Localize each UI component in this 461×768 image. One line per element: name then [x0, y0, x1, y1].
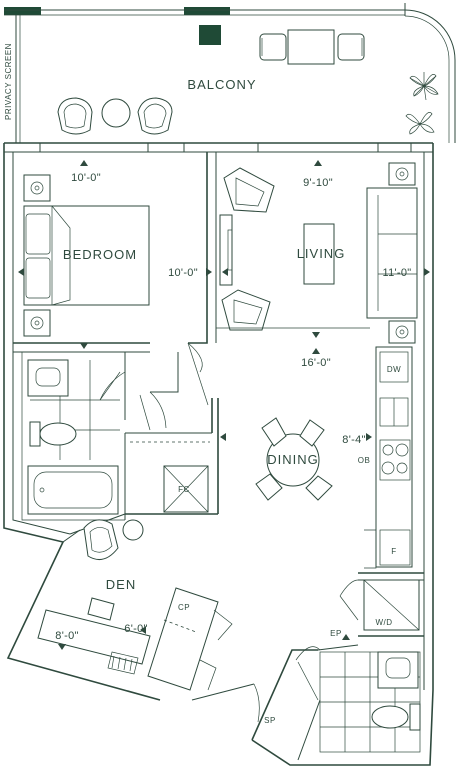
coat-closet [147, 587, 219, 691]
keyboard [107, 651, 139, 675]
washer-dryer-label: W/D [375, 618, 392, 627]
dimension-markers [18, 160, 430, 650]
living-depth-dimension: 11'-0" [382, 267, 411, 279]
dishwasher-label: DW [387, 365, 401, 374]
bedroom [12, 152, 217, 406]
dining-chair [305, 475, 333, 501]
den [37, 513, 260, 723]
main-bathroom [21, 352, 219, 521]
balcony-table-set [259, 29, 365, 65]
storage-label: SP [264, 716, 276, 725]
sofa [366, 187, 418, 319]
den-armchair [83, 519, 119, 561]
den-width-dimension: 8'-0" [55, 630, 78, 642]
bedroom-depth-dimension: 10'-0" [168, 267, 198, 279]
laundry-closet [339, 572, 424, 637]
den-chair [87, 597, 115, 621]
side-table [388, 320, 416, 344]
armchair [223, 167, 275, 213]
coffee-table [303, 223, 335, 285]
kitchen-counter [375, 346, 413, 568]
vanity [27, 359, 69, 397]
den-side-table [122, 519, 144, 541]
den-label: DEN [106, 577, 136, 592]
toilet [29, 421, 77, 447]
armchair [221, 289, 271, 331]
balcony-column [199, 25, 221, 45]
front-closet-label: FC [178, 485, 190, 494]
den-depth-dimension: 6'-0" [124, 623, 147, 635]
pillow [25, 257, 51, 299]
dining-chair [255, 473, 283, 501]
living-label: LIVING [297, 246, 346, 261]
privacy-screen-label: PRIVACY SCREEN [4, 43, 13, 120]
bathtub [27, 465, 119, 515]
oven-label: OB [358, 456, 371, 465]
vanity [377, 651, 419, 689]
side-table [388, 162, 416, 186]
fridge [379, 529, 411, 566]
bedroom-width-dimension: 10'-0" [71, 172, 101, 184]
dining-table [266, 433, 320, 487]
dining-chair [299, 419, 325, 447]
balcony-area [4, 3, 456, 143]
railing-post [4, 7, 41, 15]
cooktop [379, 439, 411, 481]
balcony-lounge-set [57, 97, 173, 135]
nightstand [23, 309, 51, 337]
living-dining-length-dimension: 16'-0" [301, 357, 331, 369]
living-width-dimension: 9'-10" [303, 177, 333, 189]
fridge-label: F [391, 547, 396, 556]
dining-label: DINING [267, 452, 319, 467]
balcony-curved-rail [404, 9, 456, 143]
electrical-panel-label: EP [330, 629, 342, 638]
balcony-label: BALCONY [187, 77, 256, 92]
dining-area [255, 417, 333, 501]
bed [23, 205, 150, 306]
dining-width-dimension: 8'-4" [342, 434, 365, 446]
bedroom-label: BEDROOM [63, 247, 137, 262]
second-bathroom [251, 644, 421, 761]
balcony-plants [405, 72, 439, 135]
dishwasher [379, 351, 409, 383]
dining-chair [261, 417, 287, 447]
kitchen [364, 346, 413, 569]
pillow [25, 213, 51, 255]
living-room [216, 162, 418, 344]
nightstand [23, 174, 51, 202]
den-desk [37, 609, 151, 665]
toilet [371, 703, 421, 731]
railing-post [184, 7, 230, 15]
coat-closet-label: CP [178, 603, 190, 612]
